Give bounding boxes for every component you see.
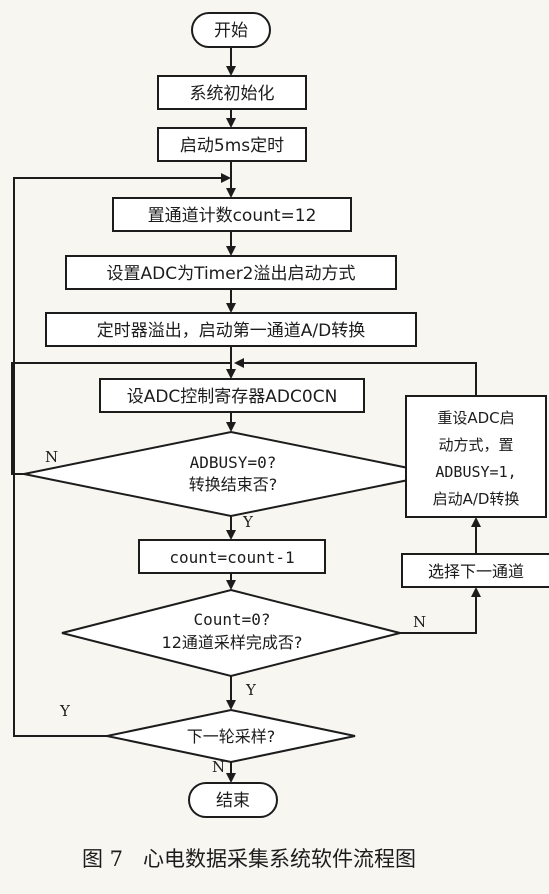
- process-timer-overflow-label: 定时器溢出，启动第一通道A/D转换: [97, 321, 365, 341]
- process-set-count-label: 置通道计数count=12: [148, 206, 317, 226]
- process-timer-label: 启动5ms定时: [180, 136, 284, 156]
- label-n1: N: [45, 448, 58, 466]
- label-y1: Y: [242, 513, 254, 531]
- arrowhead: [226, 303, 236, 313]
- process-reset-adc-line2: 动方式，置: [438, 436, 513, 454]
- arrowhead: [226, 188, 236, 198]
- label-n3: N: [212, 758, 225, 776]
- loop-line-reset: [241, 362, 477, 396]
- arrowhead: [226, 118, 236, 128]
- loop-line-y3: [13, 177, 223, 737]
- start-label: 开始: [214, 21, 248, 41]
- arrowhead: [234, 358, 244, 368]
- decision-count-line1: Count=0?: [193, 610, 270, 629]
- arrowhead: [226, 773, 236, 783]
- arrowhead: [226, 66, 236, 76]
- decision-next-round-label: 下一轮采样?: [187, 727, 276, 746]
- label-y3: Y: [59, 702, 71, 720]
- branch-line-n2: [400, 595, 477, 634]
- process-decrement-label: count=count-1: [169, 548, 294, 567]
- process-set-count: [112, 197, 352, 232]
- process-reset-adc-line3: ADBUSY=1,: [435, 463, 516, 481]
- process-set-adc-ctrl-label: 设ADC控制寄存器ADC0CN: [127, 387, 338, 407]
- process-select-next-label: 选择下一通道: [428, 562, 524, 581]
- arrowhead: [226, 700, 236, 710]
- decision-adbusy: [23, 430, 439, 518]
- arrowhead: [226, 369, 236, 379]
- figure-caption: 图 7 心电数据采集系统软件流程图: [82, 847, 416, 871]
- arrowhead: [471, 517, 481, 527]
- process-reset-adc-line4: 启动A/D转换: [433, 490, 520, 508]
- arrowhead: [471, 587, 481, 597]
- end-terminal: [188, 782, 278, 818]
- end-label: 结束: [216, 791, 250, 811]
- arrowhead: [226, 530, 236, 540]
- process-init-label: 系统初始化: [190, 84, 275, 104]
- arrowhead: [226, 580, 236, 590]
- arrowhead: [226, 422, 236, 432]
- process-init: [157, 75, 307, 110]
- process-reset-adc: [405, 395, 547, 518]
- arrowhead: [221, 173, 231, 183]
- decision-adbusy-line2: 转换结束否?: [189, 475, 278, 494]
- decision-adbusy-line1: ADBUSY=0?: [190, 453, 277, 472]
- loop-line-n1: [11, 362, 231, 475]
- process-set-adc-mode-label: 设置ADC为Timer2溢出启动方式: [107, 264, 356, 284]
- arrowhead: [226, 246, 236, 256]
- decision-count-line2: 12通道采样完成否?: [162, 633, 303, 652]
- label-n2: N: [413, 613, 426, 631]
- label-y2: Y: [245, 681, 257, 699]
- process-reset-adc-line1: 重设ADC启: [437, 409, 514, 427]
- process-decrement: [138, 539, 326, 574]
